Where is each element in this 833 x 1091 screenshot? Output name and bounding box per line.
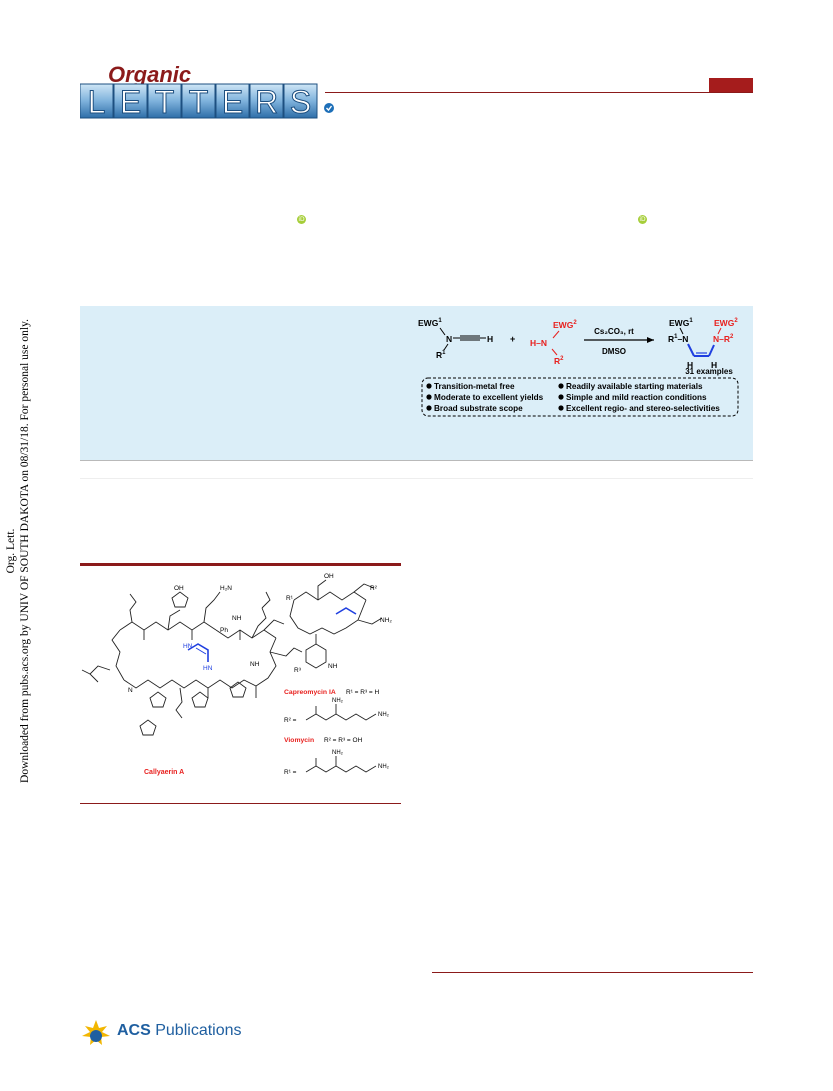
publisher-name[interactable]: ACS Publications xyxy=(117,1022,242,1040)
product-n-r2-label: N–R2 xyxy=(713,334,734,344)
ewg1-label: EWG1 xyxy=(418,318,442,328)
bullet-icon xyxy=(558,394,564,400)
atom-label: N xyxy=(128,687,133,694)
atom-label: R³ xyxy=(294,667,302,674)
acs-logo-icon[interactable] xyxy=(80,1018,112,1048)
atom-label: NH₂ xyxy=(380,617,392,624)
atom-label: Ph xyxy=(220,627,228,634)
stamp-line: Org. Lett. xyxy=(5,528,17,574)
ewg2-label: EWG2 xyxy=(553,320,577,330)
feature-item: Simple and mild reaction conditions xyxy=(566,393,707,402)
feature-item: Moderate to excellent yields xyxy=(434,393,544,402)
logo-letter: E xyxy=(120,84,141,120)
publisher-label: Publications xyxy=(155,1022,242,1039)
r2-label: R2 xyxy=(554,356,564,366)
callyaerin-structure xyxy=(81,591,303,736)
logo-tiles xyxy=(80,83,318,119)
figure-structures: HN HN OH H₂N NH Ph N NH Callyaerin A R¹ … xyxy=(81,573,392,776)
substituent-def: R¹ = xyxy=(284,769,297,776)
atom-label: NH₂ xyxy=(332,698,344,704)
product-r1-n-label: R1–N xyxy=(668,334,688,344)
figure-top-rule xyxy=(80,563,401,566)
atom-label: NH xyxy=(250,661,260,668)
product-h-label: H xyxy=(711,360,717,370)
capreomycin-highlight xyxy=(335,607,357,615)
r1-label: R1 xyxy=(436,350,446,360)
logo-letter: T xyxy=(155,84,175,120)
logo-script: Organic xyxy=(108,62,191,87)
substituent-def: R² = R³ = OH xyxy=(324,737,363,744)
abstract-divider xyxy=(80,478,753,479)
stamp-line: Downloaded from pubs.acs.org by UNIV OF … xyxy=(19,319,31,783)
capreomycin-structure xyxy=(289,579,383,669)
feature-item: Transition-metal free xyxy=(434,382,515,391)
features-box xyxy=(421,377,739,417)
abstract-divider xyxy=(80,460,753,461)
compound-label: Capreomycin IA xyxy=(284,689,336,696)
amide-h-label: H–N xyxy=(530,338,547,348)
atom-label: NH₂ xyxy=(378,764,390,770)
atom-label: H₂N xyxy=(220,585,232,592)
reagent-label: Cs₂CO₃, rt xyxy=(594,327,634,336)
orcid-icon[interactable]: iD xyxy=(297,215,306,224)
substituent-def: R¹ = R³ = H xyxy=(346,689,380,696)
enediamide-highlight xyxy=(187,643,209,662)
product-ewg1-label: EWG1 xyxy=(669,318,693,328)
header-tab xyxy=(709,78,753,92)
atom-label: NH xyxy=(328,663,338,670)
plus-sign: + xyxy=(510,334,515,344)
compound-label: Viomycin xyxy=(284,737,314,744)
h-label: H xyxy=(487,334,493,344)
feature-item: Broad substrate scope xyxy=(434,404,523,413)
figure-bottom-rule xyxy=(80,803,401,804)
examples-count: 31 examples xyxy=(685,367,733,376)
n-label: N xyxy=(446,334,452,344)
journal-logo: Organic L E T T E R S xyxy=(80,62,334,121)
atom-label: NH₂ xyxy=(332,750,344,756)
product-h-label: H xyxy=(687,360,693,370)
bullet-icon xyxy=(426,383,432,389)
footnote-rule xyxy=(432,972,753,973)
product-ewg2-label: EWG2 xyxy=(714,318,738,328)
logo-letter: L xyxy=(88,84,106,120)
bullet-icon xyxy=(426,405,432,411)
atom-label: NH xyxy=(232,615,242,622)
atom-label: HN xyxy=(203,665,213,672)
graphical-abstract-panel xyxy=(80,306,753,460)
bullet-icon xyxy=(558,405,564,411)
atom-label: OH xyxy=(324,573,334,580)
solvent-label: DMSO xyxy=(602,347,626,356)
feature-item: Readily available starting materials xyxy=(566,382,703,391)
atom-label: HN xyxy=(183,643,193,650)
download-stamp: Org. Lett. Downloaded from pubs.acs.org … xyxy=(4,171,36,931)
atom-label: NH₂ xyxy=(378,712,390,718)
atom-label: R¹ xyxy=(286,595,294,602)
compound-label: Callyaerin A xyxy=(144,769,184,776)
logo-letter: T xyxy=(189,84,209,120)
reaction-scheme: EWG1 N H R1 + H–N EWG2 R2 Cs₂CO₃, rt DMS… xyxy=(418,318,739,417)
orcid-icon[interactable]: iD xyxy=(638,215,647,224)
substituent-def: R² = xyxy=(284,717,297,724)
verified-check-icon xyxy=(324,103,334,113)
feature-item: Excellent regio- and stereo-selectivitie… xyxy=(566,404,720,413)
logo-letter: R xyxy=(255,84,278,120)
atom-label: OH xyxy=(174,585,184,592)
logo-letter: E xyxy=(222,84,243,120)
logo-letter: S xyxy=(290,84,311,120)
bullet-icon xyxy=(558,383,564,389)
publisher-brand: ACS xyxy=(117,1022,151,1039)
bullet-icon xyxy=(426,394,432,400)
header-rule xyxy=(325,92,753,93)
atom-label: R² xyxy=(370,585,378,592)
